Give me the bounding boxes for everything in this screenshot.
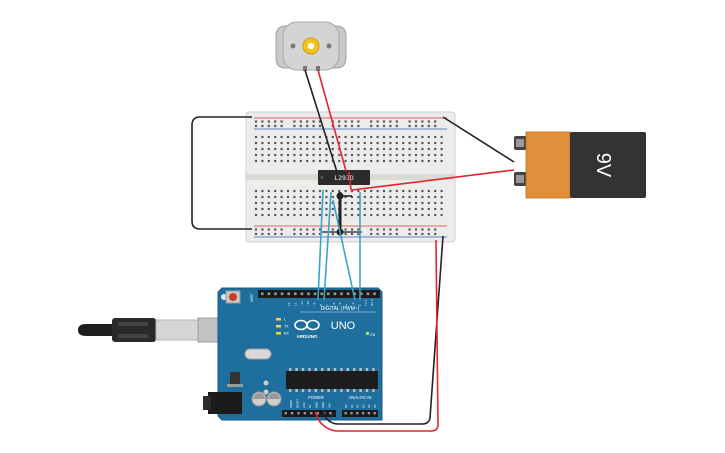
power-pin-label: IOREF (289, 399, 293, 408)
digital-header-label: DIGITAL (PWM~) (321, 306, 360, 312)
reset-button[interactable] (229, 293, 237, 301)
battery-label: 9V (592, 153, 614, 178)
usb-cable[interactable] (78, 317, 239, 343)
digital-pin-label: ~5 (338, 302, 342, 306)
battery-9v[interactable]: 9V (514, 131, 646, 199)
status-leds: L TX RX (276, 318, 290, 336)
analog-header (342, 410, 378, 417)
analog-pin-label: A5 (373, 404, 377, 408)
power-label: POWER (308, 395, 324, 400)
digital-pin-label: ~6 (332, 302, 336, 306)
svg-text:RX: RX (284, 332, 290, 336)
wire-rail-battery-black[interactable] (442, 116, 515, 163)
dc-motor[interactable] (275, 21, 347, 71)
chip-label: L293D (334, 174, 354, 182)
digital-pin-label: 7 (325, 304, 329, 306)
power-pin-label: GND (315, 402, 319, 408)
analog-pin-label: A4 (367, 404, 371, 408)
model-label: UNO (331, 320, 356, 332)
analog-pin-label: A3 (361, 404, 365, 408)
dc-power-jack (208, 392, 242, 414)
wire-signal-3[interactable] (332, 199, 356, 301)
digital-pin-label: 2 (357, 304, 361, 306)
power-pin-label: 5V (308, 405, 312, 408)
arduino-logo: ARDUINO (294, 319, 320, 339)
motor-shaft (307, 42, 315, 50)
wire-black-left-loop[interactable] (191, 116, 252, 230)
wire-chip-battery-red[interactable] (351, 169, 515, 191)
wire-5v-to-arduino[interactable] (314, 239, 439, 432)
digital-pin-label: ~3 (351, 302, 355, 306)
breadboard-holes (254, 120, 443, 236)
analog-pin-label: A0 (344, 404, 348, 408)
digital-pin-label: 8 (319, 304, 323, 306)
wire-signal-2[interactable] (323, 191, 332, 301)
digital-pin-label: RX 0 (370, 299, 374, 306)
svg-text:L: L (284, 318, 286, 322)
power-pin-label: VIN (327, 403, 331, 408)
digital-pin-label: 12 (293, 302, 297, 306)
digital-pin-label: 4 (345, 304, 349, 306)
wire-motor-red[interactable] (317, 69, 347, 172)
analog-pin-label: A2 (356, 404, 360, 408)
brand-label: ARDUINO (297, 334, 318, 339)
on-label: ON (370, 333, 376, 337)
motor-screw-left (290, 43, 296, 49)
wire-ground-to-arduino[interactable] (322, 235, 444, 425)
voltage-regulator (230, 372, 240, 384)
digital-pin-label: 13 (287, 302, 291, 306)
analog-pin-label: A1 (350, 404, 354, 408)
wire-signal-1[interactable] (317, 189, 324, 301)
digital-pin-label: ~10 (306, 301, 310, 306)
power-pin-label: RESET (295, 399, 299, 408)
digital-pin-label: ~11 (300, 301, 304, 306)
battery-orange-cap (525, 131, 571, 199)
crystal (244, 348, 272, 360)
analog-label: ANALOG IN (349, 395, 372, 400)
l293d-chip[interactable]: L293D (318, 170, 370, 185)
aref-label: AREF (250, 293, 254, 302)
power-pin-label: GND (321, 402, 325, 408)
power-pin-label: 3.3V (302, 402, 306, 408)
svg-text:TX: TX (284, 325, 289, 329)
battery-body (570, 132, 646, 198)
digital-pin-label: TX 1 (364, 299, 368, 306)
digital-pin-label: ~9 (313, 302, 317, 306)
power-header (282, 410, 336, 417)
wire-motor-black[interactable] (304, 69, 338, 173)
digital-header-pins (261, 292, 376, 296)
motor-screw-right (326, 43, 332, 49)
atmega-chip (286, 371, 378, 389)
